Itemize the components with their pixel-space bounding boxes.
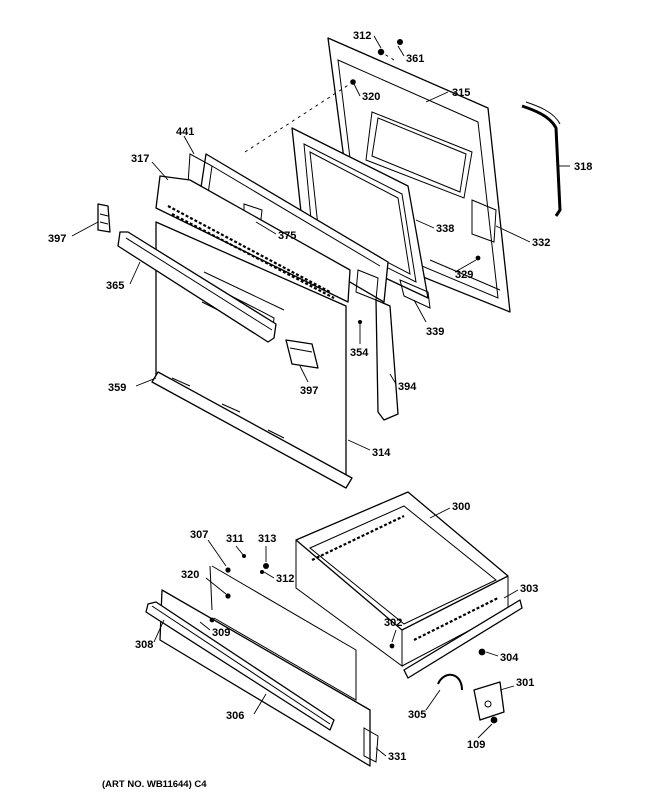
drawer-handle-308 [145,601,335,731]
callout-320-bottom: 320 [181,569,199,581]
door-handle-365 [117,231,277,343]
callout-320-top: 320 [362,91,380,103]
callout-315: 315 [452,87,470,99]
callout-365: 365 [106,280,124,292]
callout-339: 339 [426,326,444,338]
callout-302: 302 [384,617,402,629]
hinge-397-left [97,203,111,233]
callout-329: 329 [455,269,473,281]
callout-304: 304 [500,652,519,664]
callout-312-bottom: 312 [276,573,294,585]
callout-318: 318 [574,161,592,173]
callout-394: 394 [398,381,417,393]
callout-305: 305 [408,709,426,721]
callout-313: 313 [258,533,276,545]
callout-306: 306 [226,710,244,722]
callout-359: 359 [108,382,126,394]
callout-397-left: 397 [48,233,66,245]
drawer-body-300 [295,491,509,667]
callout-labels: 312 361 320 315 318 441 317 375 338 332 … [48,30,592,763]
callout-300: 300 [452,501,470,513]
drawer-rail-303 [403,599,523,679]
door-bottom-trim-359 [151,371,353,489]
callout-308: 308 [135,639,153,651]
callout-397-door: 397 [300,385,318,397]
callout-314: 314 [372,447,391,459]
callout-311: 311 [226,533,244,545]
hinge-397-door [285,339,319,369]
callout-331: 331 [388,751,406,763]
callout-441: 441 [176,126,194,138]
oven-window-338 [291,127,431,309]
callout-317: 317 [131,153,149,165]
alignment-line-side [380,51,395,61]
drawer-front-306 [159,565,379,767]
callout-309: 309 [212,627,230,639]
callout-354: 354 [350,347,369,359]
callout-338: 338 [436,223,454,235]
door-gasket-318 [521,101,562,217]
roller-spring-305 [437,674,463,691]
callout-332: 332 [532,237,550,249]
callout-303: 303 [520,583,538,595]
callout-301: 301 [516,677,534,689]
callout-307: 307 [190,529,208,541]
callout-312-top: 312 [353,30,371,42]
leader-lines [71,35,570,757]
door-side-trim-394 [375,299,399,421]
bracket-301 [473,681,505,721]
callout-361: 361 [406,53,424,65]
callout-375: 375 [278,230,296,242]
door-frame-317 [155,175,351,303]
art-number-caption: (ART NO. WB11644) C4 [102,779,207,790]
callout-109: 109 [467,739,485,751]
